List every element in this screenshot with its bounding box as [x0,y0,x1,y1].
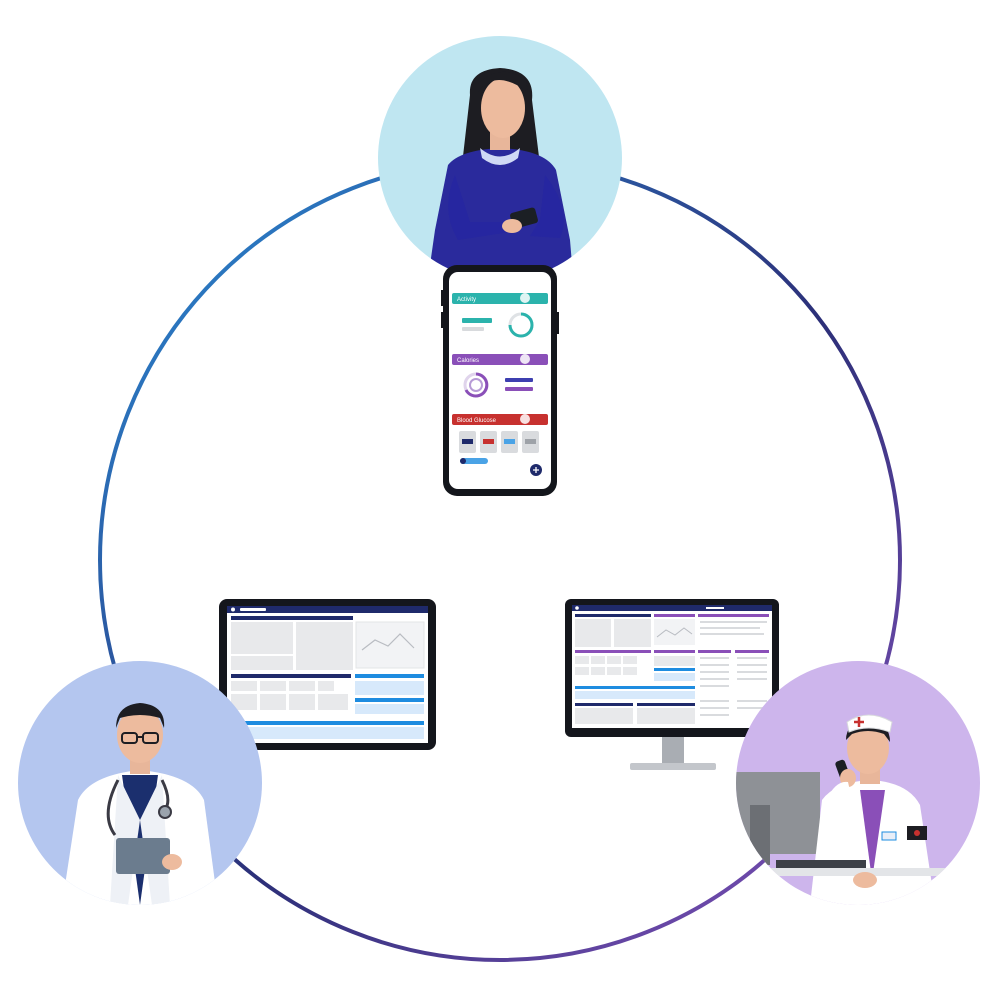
nurse-avatar [736,661,980,905]
woman-with-phone-figure [425,68,575,280]
patient-avatar [378,36,622,280]
activity-label: Activity [457,297,476,303]
doctor-with-tablet-figure [62,703,218,905]
flame-icon [520,354,530,364]
blood-glucose-label: Blood Glucose [457,418,497,424]
calories-section[interactable]: Calories [452,354,548,398]
tablet-icon [116,838,170,874]
nurse-desktop-dashboard [565,599,779,770]
patient-phone-app: Activity Calories Blood Glucose [441,265,559,496]
footprints-icon [520,293,530,303]
doctor-avatar [18,661,262,905]
blood-glucose-section[interactable]: Blood Glucose [452,414,548,464]
nurse-on-phone-figure [736,714,960,905]
doctor-tablet-dashboard [219,599,436,750]
calories-label: Calories [457,358,479,364]
plus-icon [533,467,539,473]
blood-drop-icon [520,414,530,424]
activity-section[interactable]: Activity [452,293,548,338]
